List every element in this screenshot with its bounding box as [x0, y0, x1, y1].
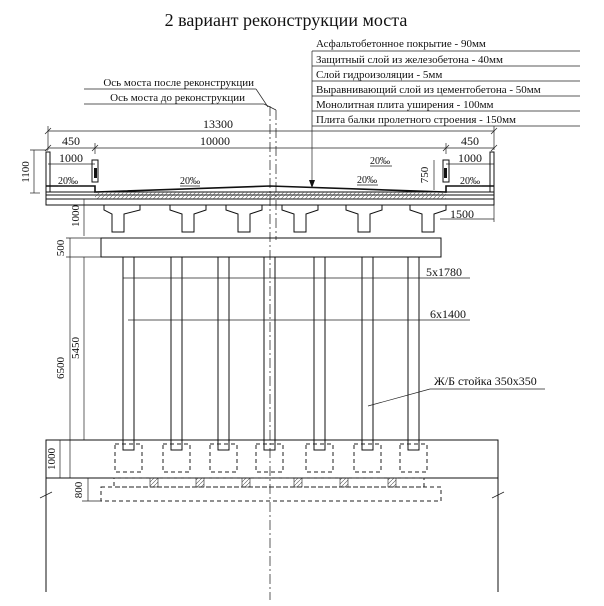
dim-beam-depth: 1000 — [70, 198, 100, 236]
slope-labels: 20‰ 20‰ 20‰ 20‰ 20‰ — [58, 156, 482, 187]
dim-text: 800 — [73, 481, 85, 498]
dim-text: 1000 — [59, 151, 83, 165]
slope-label: 20‰ — [370, 156, 390, 167]
dim-text: 450 — [62, 134, 80, 148]
dim-text: 450 — [461, 134, 479, 148]
base-grillage — [100, 477, 442, 502]
slope-label: 20‰ — [58, 176, 78, 187]
dim-text: 750 — [419, 166, 431, 183]
column-label-text: Ж/Б стойка 350х350 — [434, 374, 537, 388]
dim-total-width: 13300 — [44, 117, 498, 150]
dim-text: 1000 — [458, 151, 482, 165]
axis-label-after: Ось моста после реконструкции — [103, 77, 254, 89]
dim-text: 13300 — [203, 117, 233, 131]
dim-curb: 750 — [419, 160, 435, 190]
dim-spacing-top: 5х1780 — [123, 265, 470, 279]
dim-column-height: 5450 — [66, 257, 123, 441]
dim-total-height: 6500 — [55, 257, 71, 478]
axis-label-before: Ось моста до реконструкции — [110, 92, 245, 104]
slope-label: 20‰ — [460, 176, 480, 187]
dim-text: 6х1400 — [430, 307, 466, 321]
dim-cantilever: 1500 — [440, 205, 495, 222]
ground-outline — [39, 478, 505, 592]
dim-text: 500 — [55, 239, 67, 256]
layer-label: Асфальтобетонное покрытие - 90мм — [316, 38, 486, 50]
slope-label: 20‰ — [180, 176, 200, 187]
dim-text: 6500 — [55, 357, 67, 380]
columns — [122, 256, 420, 451]
layer-label: Монолитная плита уширения - 100мм — [316, 99, 494, 111]
layer-label: Защитный слой из железобетона - 40мм — [316, 54, 503, 66]
deck-slab — [45, 185, 495, 206]
dim-footing-depth: 1000 — [46, 440, 61, 478]
slope-label: 20‰ — [357, 175, 377, 186]
dim-segments: 450 10000 450 1000 1000 — [44, 134, 498, 165]
layer-label: Плита балки пролетного строения - 150мм — [316, 114, 516, 126]
dim-base-depth: 800 — [73, 478, 101, 502]
legend-underlines — [312, 50, 580, 127]
dim-railing-height: 1100 — [20, 149, 48, 194]
pile-sockets — [114, 443, 428, 473]
dim-spacing-bottom: 6х1400 — [128, 307, 470, 321]
dim-text: 5х1780 — [426, 265, 462, 279]
dim-text: 1000 — [70, 205, 82, 228]
dim-text: 1500 — [450, 207, 474, 221]
layer-label: Выравнивающий слой из цементобетона - 50… — [316, 84, 541, 96]
drawing-title: 2 вариант реконструкции моста — [165, 10, 408, 30]
dim-cap-depth: 500 — [55, 237, 101, 258]
dim-text: 10000 — [200, 134, 230, 148]
dim-text: 1100 — [20, 161, 32, 183]
dim-text: 1000 — [46, 448, 58, 471]
dim-text: 5450 — [70, 337, 82, 360]
layer-legend: Асфальтобетонное покрытие - 90мм Защитны… — [309, 38, 580, 188]
girders — [103, 204, 447, 233]
leader-arrow — [309, 180, 315, 188]
column-label: Ж/Б стойка 350х350 — [367, 374, 545, 407]
layer-label: Слой гидроизоляции - 5мм — [316, 69, 442, 81]
cap-beam — [100, 237, 442, 258]
